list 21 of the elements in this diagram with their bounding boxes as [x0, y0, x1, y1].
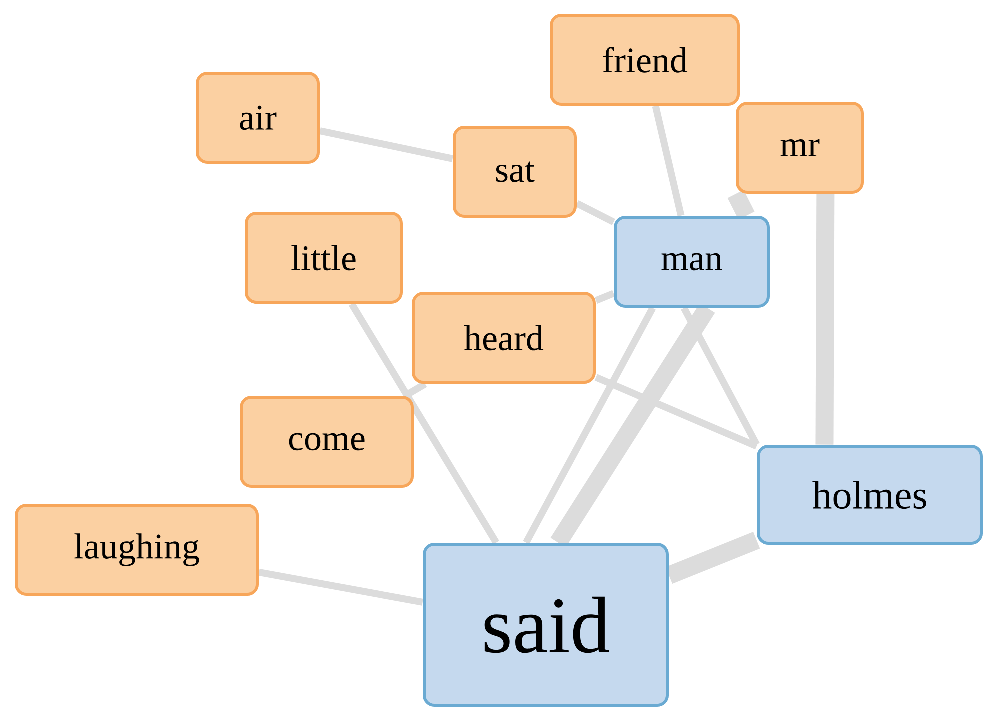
link-line: [348, 302, 500, 545]
word-box: mr: [736, 102, 864, 194]
link-line: [816, 194, 835, 445]
word-box: sat: [453, 126, 577, 218]
word-box: said: [423, 543, 669, 707]
word-box: man: [614, 216, 770, 308]
word-box: come: [240, 396, 414, 488]
word-box: holmes: [757, 445, 984, 545]
link-line: [523, 306, 656, 544]
link-line: [594, 290, 616, 304]
word-box: friend: [550, 14, 740, 106]
link-line: [652, 105, 685, 217]
link-line: [258, 568, 424, 606]
word-box: laughing: [15, 504, 259, 596]
link-line: [319, 128, 454, 162]
word-box: little: [245, 212, 403, 304]
word-box: air: [196, 72, 320, 164]
word-box: heard: [412, 292, 596, 384]
link-line: [576, 200, 616, 226]
link-line: [681, 306, 760, 446]
link-line: [594, 374, 758, 450]
